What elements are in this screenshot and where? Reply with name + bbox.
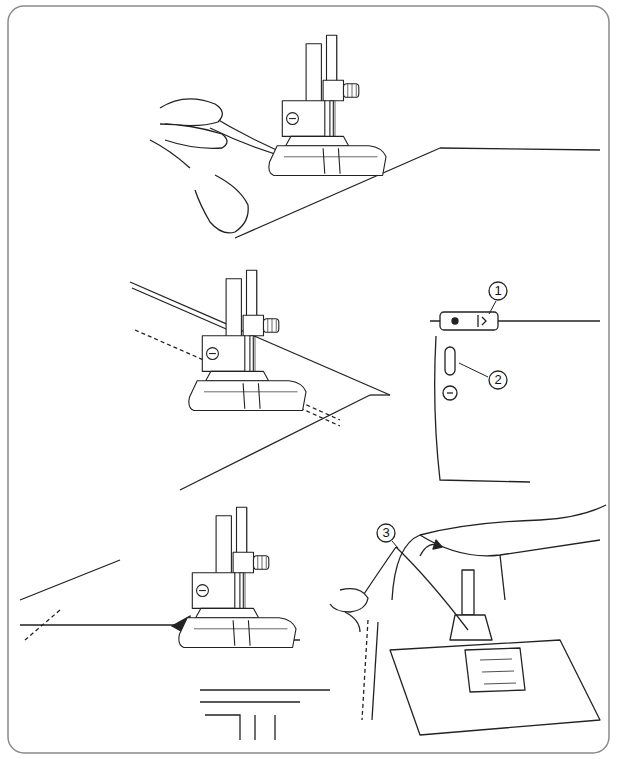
callout-number: 1 — [494, 284, 501, 298]
callout-number: 3 — [382, 526, 389, 540]
callout-number: 2 — [494, 373, 501, 387]
